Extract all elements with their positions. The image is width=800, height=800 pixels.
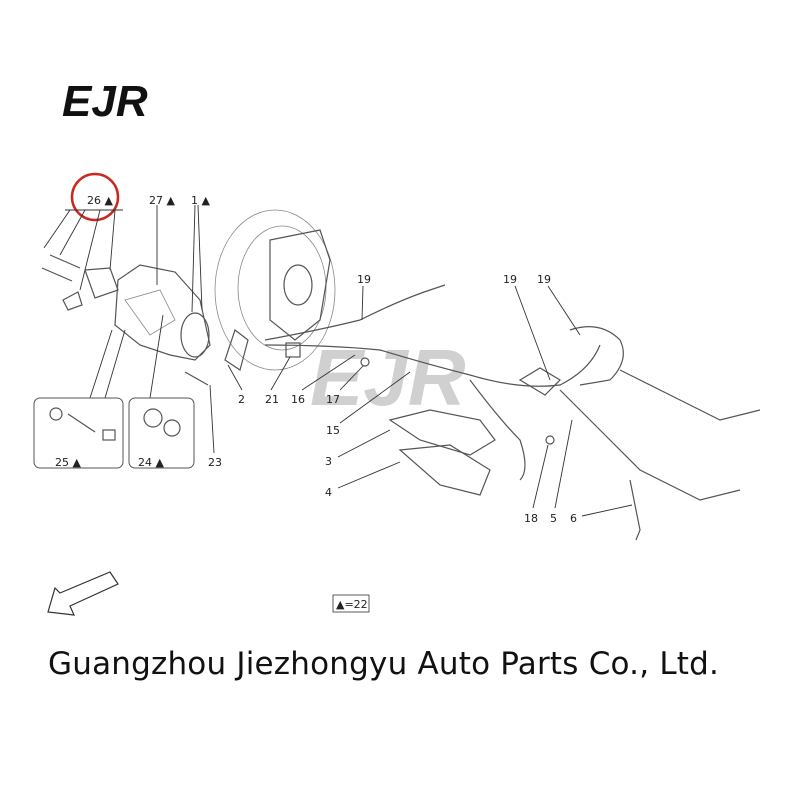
legend-box [332,594,370,613]
label-6: 6 [570,512,577,525]
label-21: 21 [265,393,279,406]
label-27: 27 ▲ [149,194,175,207]
label-23: 23 [208,456,222,469]
highlight-circle [70,172,120,222]
label-25: 25 ▲ [55,456,81,469]
watermark: EJR [310,333,466,422]
detail-box-24 [128,397,195,469]
wiring-harness [264,284,761,541]
label-19: 19 [537,273,551,286]
label-24: 24 ▲ [138,456,164,469]
label-19: 19 [503,273,517,286]
legend-note: ▲=22 [336,598,368,611]
label-4: 4 [325,486,332,499]
label-19: 19 [357,273,371,286]
label-26: 26 ▲ [87,194,113,207]
label-17: 17 [326,393,340,406]
label-5: 5 [550,512,557,525]
part-25-pins [49,407,116,441]
brake-caliper [114,264,211,386]
label-15: 15 [326,424,340,437]
part-26-pad-kit [41,209,123,311]
part-24-seals [143,408,181,437]
label-16: 16 [291,393,305,406]
brand-logo: EJR [62,77,148,126]
label-3: 3 [325,455,332,468]
leader-lines [89,285,633,517]
direction-arrow-icon [47,571,119,616]
label-18: 18 [524,512,538,525]
detail-box-25 [33,397,124,469]
brake-disc-and-knuckle [214,209,336,371]
label-2: 2 [238,393,245,406]
label-1: 1 ▲ [191,194,210,207]
company-name: Guangzhou Jiezhongyu Auto Parts Co., Ltd… [48,646,720,682]
